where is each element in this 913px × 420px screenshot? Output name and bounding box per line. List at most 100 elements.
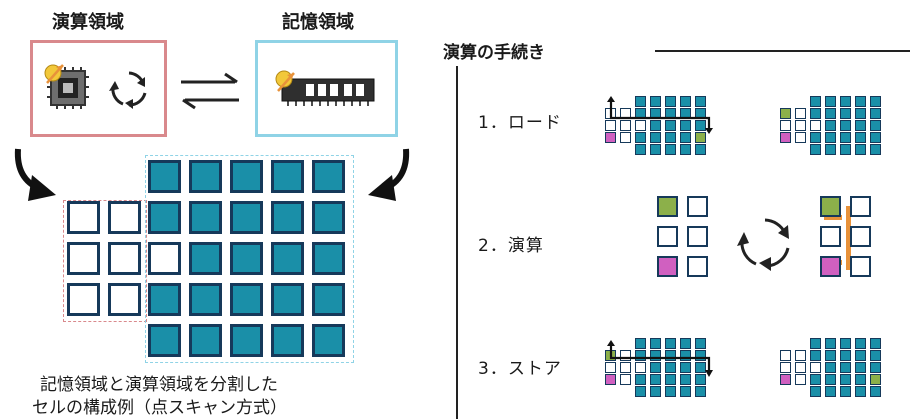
- cell: [312, 201, 345, 234]
- cell: [148, 201, 181, 234]
- cell: [605, 120, 616, 131]
- cell: [665, 144, 676, 155]
- cell: [680, 120, 691, 131]
- cell: [635, 96, 646, 107]
- cell: [695, 144, 706, 155]
- compute-cycle-icon: [737, 218, 790, 271]
- cell: [840, 120, 851, 131]
- cell: [189, 283, 222, 316]
- cell: [840, 350, 851, 361]
- cell: [665, 362, 676, 373]
- compute-area-box: [30, 40, 167, 137]
- cell: [870, 338, 881, 349]
- cell: [271, 160, 304, 193]
- cell: [230, 324, 263, 357]
- cell: [870, 120, 881, 131]
- cell: [271, 283, 304, 316]
- cell: [680, 338, 691, 349]
- cell: [870, 362, 881, 373]
- cell: [148, 242, 181, 275]
- cell: [312, 324, 345, 357]
- cell: [695, 350, 706, 361]
- cell: [650, 386, 661, 397]
- cell: [810, 386, 821, 397]
- cell: [810, 96, 821, 107]
- cell: [650, 374, 661, 385]
- cell: [312, 242, 345, 275]
- cell: [230, 283, 263, 316]
- cell: [840, 362, 851, 373]
- cell: [650, 132, 661, 143]
- cell: [695, 374, 706, 385]
- cell: [620, 374, 631, 385]
- cell: [635, 338, 646, 349]
- cell: [695, 386, 706, 397]
- cell: [620, 120, 631, 131]
- cell: [850, 226, 871, 247]
- cell: [810, 374, 821, 385]
- cell: [635, 144, 646, 155]
- cell: [840, 144, 851, 155]
- cell: [271, 201, 304, 234]
- curved-arrow-left-icon: [14, 148, 56, 201]
- curved-arrow-right-icon: [368, 148, 410, 201]
- cell: [695, 120, 706, 131]
- cell: [67, 283, 100, 316]
- cell: [840, 386, 851, 397]
- exchange-arrows-icon: [181, 72, 239, 110]
- cell: [680, 350, 691, 361]
- cycle-icon: [109, 71, 147, 109]
- cell: [650, 362, 661, 373]
- vertical-divider: [456, 66, 458, 419]
- step-load-label: 1．ロード: [478, 113, 562, 133]
- cell: [605, 374, 616, 385]
- cell: [620, 132, 631, 143]
- memory-module-icon: [275, 70, 375, 106]
- cell: [780, 108, 791, 119]
- cell: [795, 374, 806, 385]
- cell: [820, 256, 841, 277]
- cell: [605, 362, 616, 373]
- cell: [680, 132, 691, 143]
- cell: [108, 201, 141, 234]
- caption-line-2: セルの構成例（点スキャン方式）: [32, 398, 287, 418]
- cell: [687, 226, 708, 247]
- cell: [635, 386, 646, 397]
- cell: [67, 242, 100, 275]
- cell: [855, 362, 866, 373]
- cell: [650, 350, 661, 361]
- cell: [825, 350, 836, 361]
- cell: [665, 338, 676, 349]
- cell: [230, 201, 263, 234]
- cell: [148, 283, 181, 316]
- cell: [650, 338, 661, 349]
- cell: [840, 132, 851, 143]
- cell: [870, 108, 881, 119]
- cell: [795, 120, 806, 131]
- cell: [795, 362, 806, 373]
- cell: [870, 144, 881, 155]
- cell: [695, 362, 706, 373]
- cell: [850, 256, 871, 277]
- cell: [67, 201, 100, 234]
- compute-area-title: 演算領域: [52, 12, 124, 33]
- memory-area-title: 記憶領域: [282, 12, 354, 33]
- cell: [855, 132, 866, 143]
- cell: [665, 96, 676, 107]
- cell: [271, 242, 304, 275]
- cell: [795, 132, 806, 143]
- cell: [635, 350, 646, 361]
- cell: [855, 108, 866, 119]
- cell: [665, 120, 676, 131]
- cell: [855, 386, 866, 397]
- cell: [695, 338, 706, 349]
- cell: [870, 386, 881, 397]
- cell: [810, 350, 821, 361]
- step-store-label: 3．ストア: [478, 359, 562, 379]
- cell: [855, 120, 866, 131]
- cell: [680, 96, 691, 107]
- cell: [695, 96, 706, 107]
- cell: [840, 338, 851, 349]
- cell: [810, 132, 821, 143]
- cell: [108, 283, 141, 316]
